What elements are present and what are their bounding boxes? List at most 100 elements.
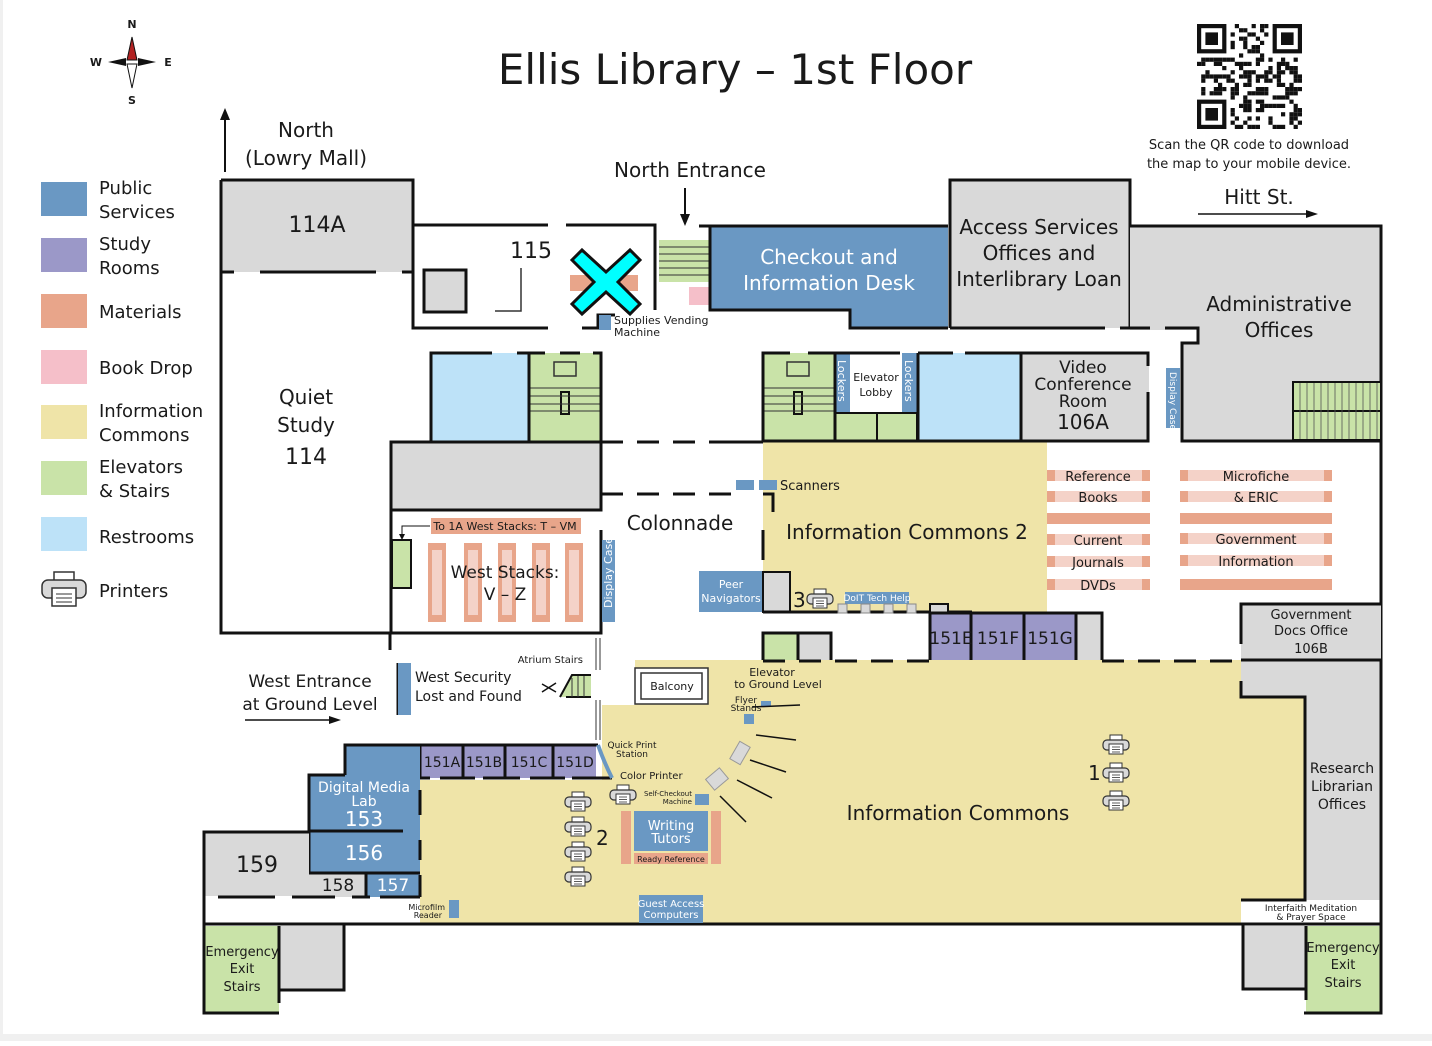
- access-services-offices[interactable]: [950, 180, 1130, 328]
- shelf-label: Books: [1078, 491, 1117, 506]
- shelf: [1047, 513, 1150, 524]
- self-checkout-label: Self-Checkout: [644, 790, 692, 798]
- scanner[interactable]: [736, 480, 754, 490]
- access-label-2: Offices and: [983, 241, 1096, 265]
- room-157[interactable]: 157: [377, 876, 409, 896]
- checkout-information-desk[interactable]: [710, 226, 948, 328]
- self-checkout-machine[interactable]: [695, 794, 709, 805]
- shelf: [1180, 491, 1332, 502]
- stairs-west[interactable]: [529, 353, 601, 441]
- scanner[interactable]: [759, 480, 777, 490]
- exit-label-2: Exit: [1331, 958, 1356, 973]
- flyer-label-2: Stands: [731, 704, 762, 714]
- research-librarian-offices[interactable]: [1305, 697, 1381, 900]
- study-room-151a[interactable]: 151A: [424, 755, 461, 771]
- access-label: Access Services: [959, 215, 1118, 239]
- west-security-desk[interactable]: [398, 663, 411, 715]
- digital-media-lab[interactable]: [309, 745, 420, 897]
- peer-label-2: Navigators: [701, 592, 761, 605]
- elevator-to-ground[interactable]: [763, 633, 798, 661]
- supplies-vending-machine: [599, 315, 611, 330]
- study-room-151b[interactable]: 151B: [466, 755, 502, 771]
- study-room-151f[interactable]: 151F: [977, 629, 1019, 649]
- video-label-3: Room: [1059, 392, 1107, 412]
- legend-label: Printers: [99, 581, 168, 602]
- restroom-east[interactable]: [918, 353, 1021, 441]
- north-entrance-label: North Entrance: [614, 158, 766, 182]
- checkout-label-2: Information Desk: [743, 271, 915, 295]
- shelf: [1180, 579, 1332, 590]
- exit-label-3: Stairs: [1324, 976, 1361, 991]
- government-docs-office-106b[interactable]: [1241, 604, 1381, 660]
- north-label: North: [278, 118, 334, 142]
- dml-label-2: Lab: [351, 794, 376, 810]
- location-marker-x-icon: [569, 247, 643, 317]
- printer-icon: [564, 791, 592, 812]
- quick-print-label: Quick Print: [607, 741, 656, 751]
- north-arrow-icon: [220, 108, 230, 172]
- right-arrow-icon: [1198, 210, 1318, 218]
- emergency-exit-stairs-west[interactable]: [204, 926, 279, 1014]
- legend-label: Study: [99, 234, 151, 255]
- legend-label: Materials: [99, 302, 182, 323]
- room-158[interactable]: [309, 873, 366, 897]
- study-room-151d[interactable]: 151D: [556, 755, 594, 771]
- elevator-lobby-label-2: Lobby: [859, 386, 893, 399]
- ready-reference: [634, 853, 708, 864]
- room-158-label: 158: [322, 876, 354, 896]
- shelf-label: Reference: [1065, 470, 1130, 485]
- room-114-quiet-study[interactable]: Quiet Study 114: [277, 385, 335, 470]
- writing-tutors[interactable]: [634, 811, 708, 851]
- atrium-stairs: [541, 674, 591, 698]
- quiet-study-label: Quiet: [279, 385, 333, 409]
- doit-tech-help[interactable]: [845, 592, 909, 604]
- compass-w: W: [90, 56, 102, 69]
- elevator[interactable]: [876, 412, 918, 442]
- printer-group-3-label: 3: [793, 588, 806, 612]
- shelf-label: Information: [1218, 555, 1293, 570]
- qr-code[interactable]: [1197, 24, 1302, 129]
- study-room-151c[interactable]: 151C: [511, 755, 548, 771]
- microfilm-reader[interactable]: [449, 900, 459, 918]
- printer-group-2-label: 2: [596, 826, 609, 850]
- admin-stairs: [1292, 381, 1382, 441]
- stairs-east[interactable]: [763, 353, 835, 441]
- shelf: [1047, 491, 1150, 502]
- flyer-stand: [744, 714, 754, 724]
- information-commons-2[interactable]: [763, 442, 1047, 612]
- elevator-icon: [763, 361, 835, 415]
- compass-icon: N S W E: [90, 18, 172, 107]
- study-rooms-151abcd: [420, 745, 596, 778]
- kiosk: [729, 740, 751, 766]
- legend-swatch-book-drop: [41, 350, 87, 384]
- restroom-west[interactable]: [431, 353, 529, 441]
- shelf-label: Microfiche: [1223, 470, 1290, 485]
- left-border: [0, 0, 3, 1041]
- shelf: [1180, 555, 1332, 566]
- west-stacks-stairs: [391, 539, 412, 589]
- peer-navigators[interactable]: [699, 571, 763, 612]
- balcony-label: Balcony: [650, 680, 694, 693]
- guest-access-computers[interactable]: [639, 895, 703, 923]
- room-159[interactable]: [204, 832, 309, 896]
- room-114a[interactable]: [221, 180, 413, 272]
- information-commons[interactable]: [420, 660, 1305, 924]
- atrium-stairs-label: Atrium Stairs: [518, 655, 583, 666]
- flyer-stand: [761, 701, 771, 707]
- qr-caption-1: Scan the QR code to download: [1149, 138, 1349, 153]
- west-stacks-range: V – Z: [484, 585, 527, 605]
- study-room-151e[interactable]: 151E: [929, 629, 972, 649]
- room-156[interactable]: 156: [345, 841, 383, 865]
- study-room-151g[interactable]: 151G: [1027, 629, 1073, 649]
- book-drop[interactable]: [689, 287, 709, 305]
- balcony: [634, 667, 709, 705]
- west-stacks[interactable]: [428, 543, 583, 622]
- video-label-2: Conference: [1034, 375, 1131, 395]
- shelf: [1047, 579, 1150, 590]
- elevator[interactable]: [834, 412, 878, 442]
- video-conference-room-106a[interactable]: [1021, 353, 1149, 441]
- compass-e: E: [164, 56, 172, 69]
- emergency-exit-stairs-east[interactable]: [1306, 926, 1381, 1014]
- printer-icon: [564, 816, 592, 837]
